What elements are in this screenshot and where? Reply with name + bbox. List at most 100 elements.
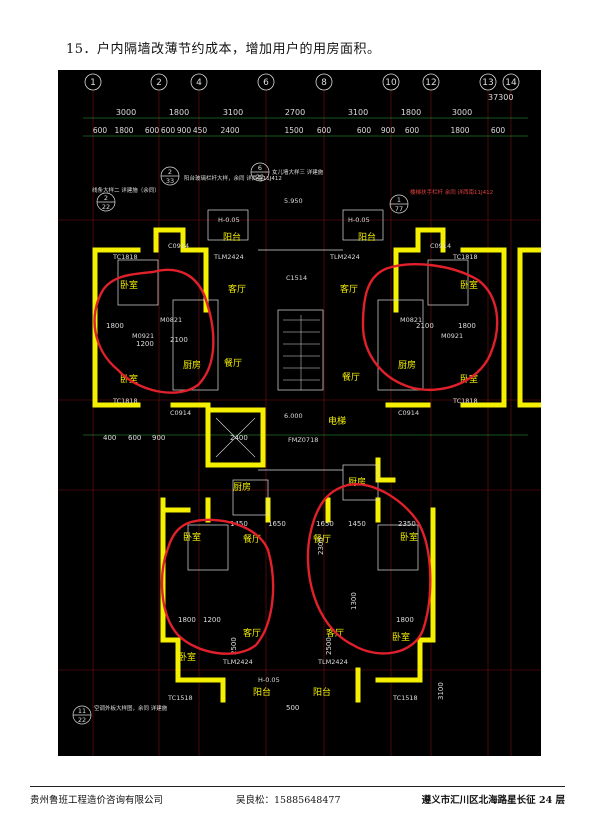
dim-br-2300: 2300 bbox=[317, 537, 325, 555]
svg-text:600: 600 bbox=[405, 126, 420, 135]
tag-m0921-tl: M0921 bbox=[132, 332, 154, 340]
page-heading: 15．户内隔墙改薄节约成本，增加用户的用房面积。 bbox=[66, 42, 381, 57]
elevator-cross bbox=[215, 417, 256, 458]
svg-text:1800: 1800 bbox=[401, 108, 421, 117]
room-living-tr: 客厅 bbox=[340, 283, 358, 295]
tag-tlm2424-tl: TLM2424 bbox=[213, 253, 244, 261]
dim-900: 900 bbox=[152, 434, 165, 442]
room-kitchen-tl: 厨房 bbox=[183, 359, 201, 371]
callout-4-num: 1 bbox=[397, 196, 401, 204]
callout-1-sub: 22 bbox=[102, 203, 110, 211]
svg-text:1800: 1800 bbox=[169, 108, 189, 117]
callout-1-num: 2 bbox=[104, 194, 108, 202]
tag-tc1818-tl-2: TC1818 bbox=[112, 397, 138, 405]
svg-text:2700: 2700 bbox=[285, 108, 305, 117]
tag-level-5950: 5.950 bbox=[284, 197, 303, 205]
room-balcony-br: 阳台 bbox=[313, 686, 331, 698]
tag-c0914-tr: C0914 bbox=[430, 242, 451, 250]
callout-1-text: 线条大样二 详建施（余同） bbox=[92, 186, 160, 194]
dim-br-2350: 2350 bbox=[398, 520, 416, 528]
svg-text:600: 600 bbox=[161, 126, 176, 135]
room-bedroom-br-1: 卧室 bbox=[400, 531, 418, 543]
dim-600: 600 bbox=[128, 434, 141, 442]
room-bedroom-bl-2: 卧室 bbox=[178, 651, 196, 663]
svg-text:1800: 1800 bbox=[114, 126, 133, 135]
room-elevator: 电梯 bbox=[328, 415, 346, 427]
room-living-bl: 客厅 bbox=[243, 627, 261, 639]
room-bedroom-bl-1: 卧室 bbox=[183, 531, 201, 543]
tag-c0914-tl: C0914 bbox=[168, 242, 189, 250]
callout-3-sub: 22 bbox=[256, 173, 264, 181]
tag-tlm2424-br: TLM2424 bbox=[317, 658, 348, 666]
dim-br-3100: 3100 bbox=[437, 682, 445, 700]
room-balcony-bl: 阳台 bbox=[253, 686, 271, 698]
footer-contact: 吴良松：15885648477 bbox=[236, 795, 341, 806]
callout-2-text: 阳台玻璃栏杆大样，余同 详西南11J412 bbox=[184, 174, 282, 182]
svg-text:1800: 1800 bbox=[450, 126, 469, 135]
room-dining-tr: 餐厅 bbox=[342, 371, 360, 383]
svg-text:900: 900 bbox=[381, 126, 396, 135]
tag-c1514: C1514 bbox=[286, 274, 307, 282]
callout-circles bbox=[72, 162, 409, 725]
axis-label-6: 6 bbox=[263, 78, 269, 88]
callout-2-num: 2 bbox=[168, 168, 172, 176]
axis-label-12: 12 bbox=[425, 78, 436, 88]
dim-br-2500: 2500 bbox=[325, 637, 333, 655]
dim-bl-2500: 2500 bbox=[230, 637, 238, 655]
callout-3-num: 6 bbox=[258, 164, 262, 172]
tag-m0821-tl: M0821 bbox=[160, 316, 182, 324]
tag-tlm2424-bl: TLM2424 bbox=[222, 658, 253, 666]
tag-tlm2424-tr: TLM2424 bbox=[329, 253, 360, 261]
interior-walls bbox=[117, 209, 469, 571]
axis-label-4: 4 bbox=[196, 78, 202, 88]
tag-tc1518-bl: TC1518 bbox=[167, 694, 193, 702]
dim-tl-2100: 2100 bbox=[170, 336, 188, 344]
axis-bubbles bbox=[84, 73, 520, 91]
svg-text:1500: 1500 bbox=[284, 126, 303, 135]
dims-row-1: 3000 1800 3100 2700 3100 1800 3000 bbox=[116, 108, 472, 117]
dim-br-1800: 1800 bbox=[396, 616, 414, 624]
svg-text:600: 600 bbox=[491, 126, 506, 135]
cad-floor-plan: 1 2 4 6 8 10 12 13 14 37300 3000 1800 31… bbox=[58, 70, 541, 756]
dim-400: 400 bbox=[103, 434, 116, 442]
svg-text:600: 600 bbox=[317, 126, 332, 135]
overall-dimension: 37300 bbox=[488, 93, 513, 102]
room-balcony-tr: 阳台 bbox=[358, 231, 376, 243]
room-kitchen-tr: 厨房 bbox=[398, 359, 416, 371]
room-living-tl: 客厅 bbox=[228, 283, 246, 295]
tag-elev-bl: H-0.05 bbox=[258, 676, 280, 684]
dim-br-1450: 1450 bbox=[348, 520, 366, 528]
room-kitchen-bl: 厨房 bbox=[233, 481, 251, 493]
room-kitchen-br: 厨房 bbox=[348, 476, 366, 488]
dimension-lines bbox=[83, 117, 528, 436]
dim-bl-1650: 1650 bbox=[268, 520, 286, 528]
room-bedroom-tl-1: 卧室 bbox=[120, 279, 138, 291]
red-annotation-circles bbox=[93, 263, 499, 655]
callout-3-text: 女儿墙大样三 详建施 bbox=[272, 168, 324, 176]
walls bbox=[92, 227, 541, 703]
dim-tl-1800: 1800 bbox=[106, 322, 124, 330]
svg-text:900: 900 bbox=[177, 126, 192, 135]
tag-fmz0718: FMZ0718 bbox=[288, 436, 318, 444]
dim-br-1650: 1650 bbox=[316, 520, 334, 528]
callout-4-text: 楼梯扶手栏杆 余同 详西南11J412 bbox=[410, 188, 493, 196]
stair bbox=[283, 315, 320, 390]
svg-text:600: 600 bbox=[357, 126, 372, 135]
axis-label-8: 8 bbox=[321, 78, 327, 88]
callout-5-text: 空调外板大样图，余同 详建施 bbox=[94, 704, 168, 712]
room-dining-br: 餐厅 bbox=[313, 533, 331, 545]
svg-text:3100: 3100 bbox=[348, 108, 368, 117]
svg-text:3000: 3000 bbox=[452, 108, 472, 117]
callout-4-sub: 77 bbox=[395, 205, 403, 213]
footer-divider bbox=[30, 786, 565, 787]
axis-label-13: 13 bbox=[482, 78, 493, 88]
tag-m0921-tr: M0921 bbox=[441, 332, 463, 340]
callout-2-sub: 33 bbox=[166, 177, 174, 185]
dim-500: 500 bbox=[286, 704, 299, 712]
svg-text:2400: 2400 bbox=[220, 126, 239, 135]
svg-text:600: 600 bbox=[145, 126, 160, 135]
tag-m0821-tr: M0821 bbox=[400, 316, 422, 324]
room-bedroom-br-2: 卧室 bbox=[392, 631, 410, 643]
callout-5-num: 11 bbox=[78, 707, 86, 715]
tag-tc1818-tr-2: TC1818 bbox=[452, 397, 478, 405]
